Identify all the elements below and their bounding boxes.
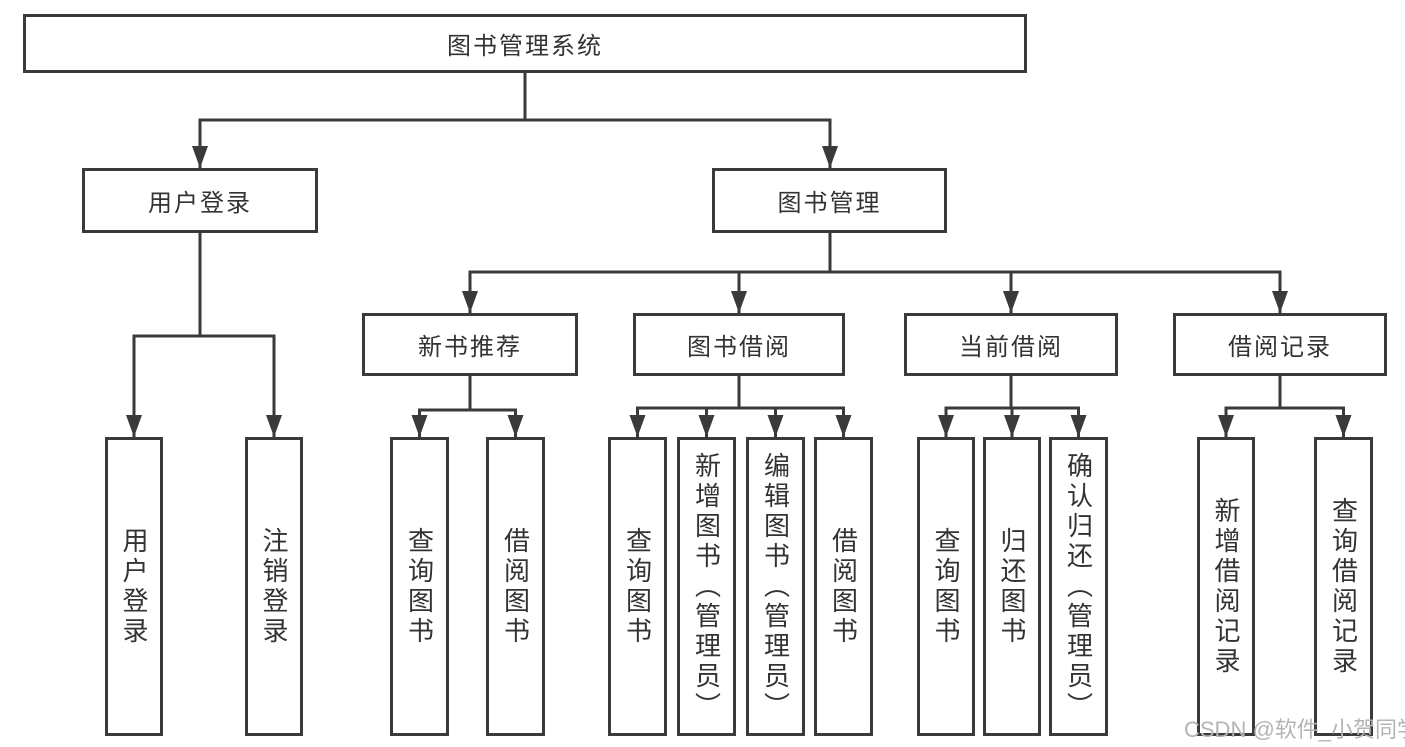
leaf-user-login: 用户登录 (105, 437, 163, 736)
arrow-down-icon (1218, 415, 1234, 437)
leaf-label: 查询图书 (404, 526, 435, 647)
leaf-label: 查询借阅记录 (1328, 496, 1359, 677)
leaf-query-book-3: 查询图书 (917, 437, 975, 736)
arrow-down-icon (731, 291, 747, 313)
leaf-query-book-2: 查询图书 (608, 437, 667, 736)
arrow-down-icon (1004, 415, 1020, 437)
leaf-return-book: 归还图书 (983, 437, 1041, 736)
arrow-down-icon (629, 415, 646, 437)
arrow-down-icon (507, 415, 524, 437)
connector-newbook-to-leaves (418, 376, 517, 437)
arrow-down-icon (192, 146, 208, 168)
leaf-borrow-book-1: 借阅图书 (486, 437, 545, 736)
arrow-down-icon (1003, 291, 1019, 313)
arrow-down-icon (266, 415, 282, 437)
arrow-down-icon (126, 415, 142, 437)
arrow-down-icon (462, 291, 478, 313)
leaf-confirm-return-admin: 确认归还（管理员） (1049, 437, 1108, 736)
leaf-edit-book-admin: 编辑图书（管理员） (746, 437, 805, 736)
arrow-down-icon (1070, 415, 1087, 437)
connector-login-to-leaves (132, 233, 276, 437)
leaf-label: 用户登录 (119, 526, 150, 647)
arrow-down-icon (698, 415, 715, 437)
connector-borrow-to-leaves (636, 376, 845, 437)
leaf-query-book-1: 查询图书 (390, 437, 449, 736)
arrow-down-icon (767, 415, 784, 437)
leaf-add-borrow-record: 新增借阅记录 (1197, 437, 1255, 736)
connector-records-to-leaves (1224, 376, 1345, 437)
connector-root-to-level2 (198, 73, 832, 168)
arrow-down-icon (835, 415, 852, 437)
node-book-borrow: 图书借阅 (633, 313, 845, 376)
watermark-text: CSDN @软件_小贺同学 (1184, 717, 1405, 742)
node-current-borrow: 当前借阅 (904, 313, 1118, 376)
leaf-label: 确认归还（管理员） (1063, 451, 1094, 722)
leaf-borrow-book-2: 借阅图书 (814, 437, 873, 736)
connector-management-to-groups (468, 233, 1282, 313)
leaf-label: 查询图书 (931, 526, 962, 647)
arrow-down-icon (822, 146, 838, 168)
leaf-label: 新增借阅记录 (1211, 496, 1242, 677)
node-new-book-recommend: 新书推荐 (362, 313, 578, 376)
leaf-label: 借阅图书 (500, 526, 531, 647)
leaf-label: 注销登录 (259, 526, 290, 647)
leaf-label: 借阅图书 (828, 526, 859, 647)
leaf-logout: 注销登录 (245, 437, 303, 736)
leaf-query-borrow-record: 查询借阅记录 (1314, 437, 1373, 736)
arrow-down-icon (411, 415, 428, 437)
leaf-label: 编辑图书（管理员） (760, 451, 791, 722)
leaf-label: 新增图书（管理员） (691, 451, 722, 722)
node-root-system: 图书管理系统 (23, 14, 1027, 73)
arrow-down-icon (938, 415, 954, 437)
node-user-login: 用户登录 (82, 168, 318, 233)
node-book-management: 图书管理 (712, 168, 947, 233)
arrowhead-icons (126, 146, 1352, 437)
leaf-label: 归还图书 (997, 526, 1028, 647)
arrow-down-icon (1272, 291, 1288, 313)
node-borrow-records: 借阅记录 (1173, 313, 1387, 376)
leaf-add-book-admin: 新增图书（管理员） (677, 437, 736, 736)
arrow-down-icon (1335, 415, 1352, 437)
leaf-label: 查询图书 (622, 526, 653, 647)
